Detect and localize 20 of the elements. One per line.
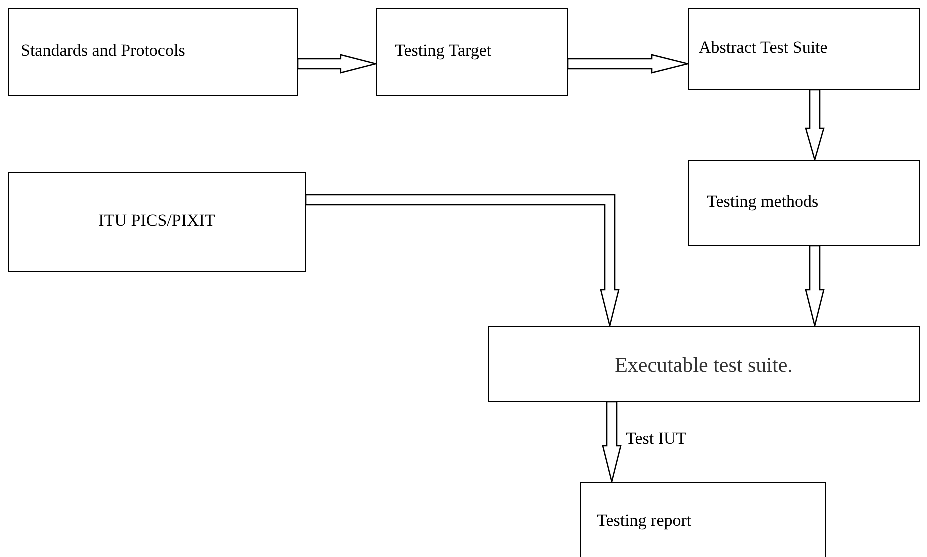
box-label: Testing report — [597, 511, 692, 531]
hollow-arrow — [602, 401, 622, 483]
box-label: Testing Target — [395, 41, 492, 61]
process-box — [580, 482, 826, 557]
hollow-arrow — [805, 89, 825, 162]
process-box — [488, 326, 920, 402]
box-label: Standards and Protocols — [21, 41, 186, 61]
process-box — [688, 8, 920, 90]
hollow-arrow — [567, 54, 689, 74]
hollow-arrow — [297, 54, 377, 74]
box-label: Abstract Test Suite — [699, 38, 828, 58]
process-box — [8, 172, 306, 272]
box-label: Testing methods — [707, 192, 819, 212]
process-box — [688, 160, 920, 246]
box-label: Executable test suite. — [615, 353, 793, 378]
box-label: ITU PICS/PIXIT — [98, 211, 216, 231]
hollow-arrow — [305, 194, 620, 327]
process-box — [8, 8, 298, 96]
hollow-arrow — [805, 245, 825, 327]
process-box — [376, 8, 568, 96]
